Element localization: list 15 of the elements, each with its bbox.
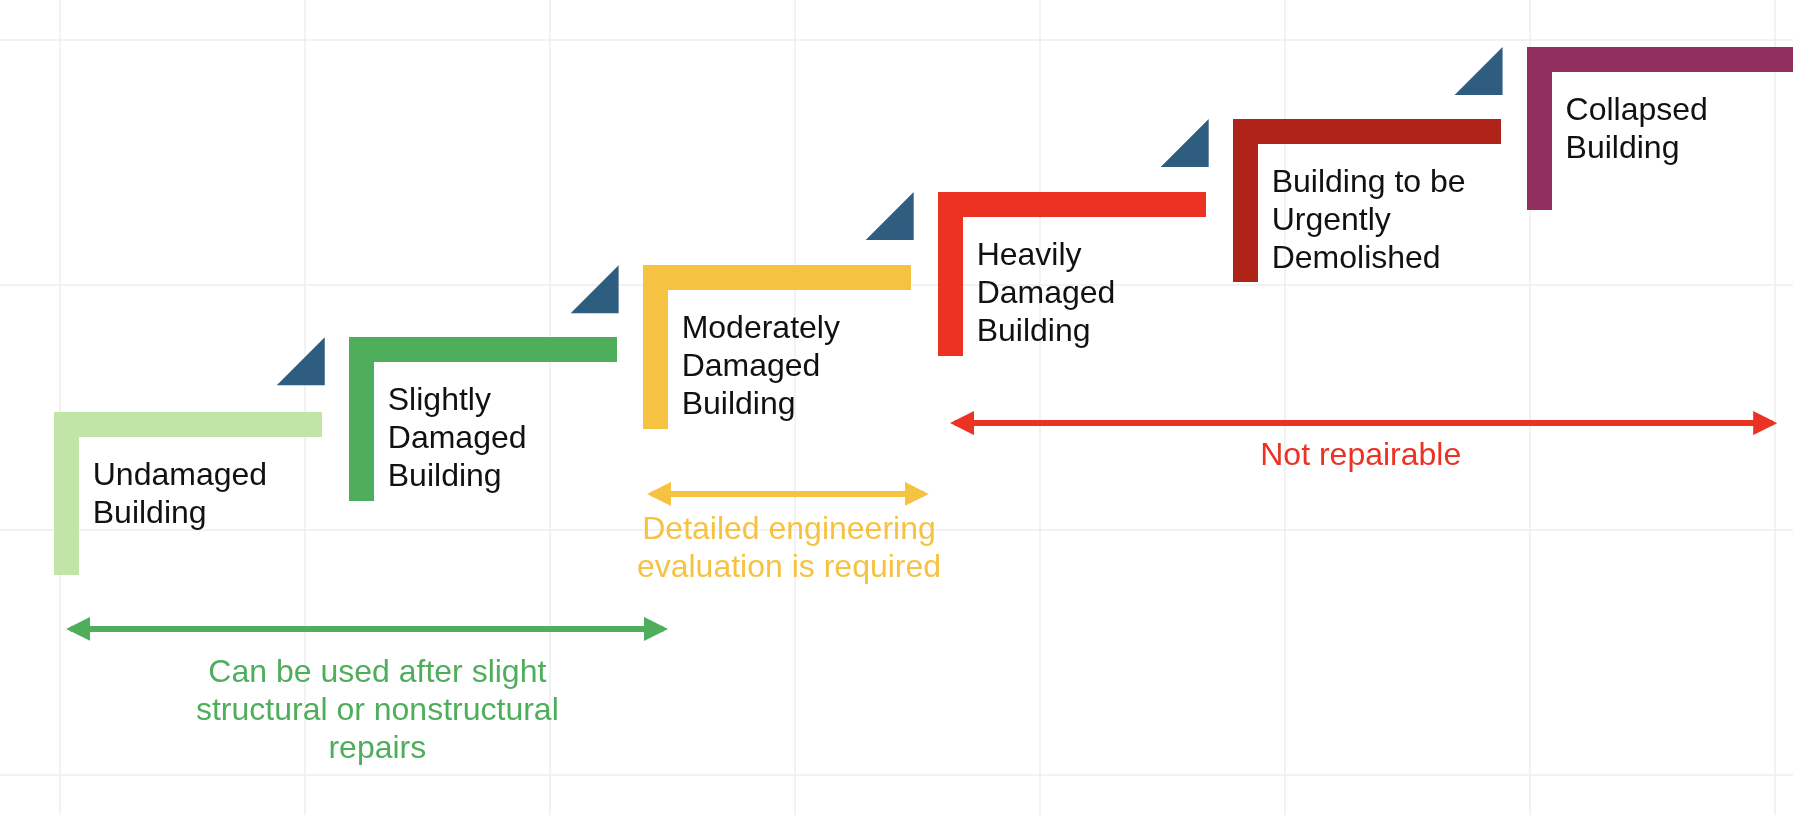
step-bracket [1232, 118, 1502, 283]
step-bracket [937, 192, 1207, 356]
range-label: Not repairable [1259, 434, 1463, 473]
step-label: Undamaged Building [92, 454, 269, 531]
range-label: Can be used after slight structural or nonstructural repairs [194, 651, 560, 766]
step-bracket [642, 265, 912, 429]
step-label: Building to be Urgently Demolished [1271, 161, 1467, 276]
range-label: Detailed engineering evaluation is required [635, 508, 943, 585]
step-label: Collapsed Building [1565, 89, 1709, 166]
step-bracket [1526, 46, 1793, 211]
step-label: Moderately Damaged Building [681, 308, 841, 423]
step-label: Slightly Damaged Building [387, 380, 528, 495]
step-bracket [53, 411, 323, 576]
step-bracket [348, 337, 618, 501]
step-label: Heavily Damaged Building [976, 235, 1117, 350]
